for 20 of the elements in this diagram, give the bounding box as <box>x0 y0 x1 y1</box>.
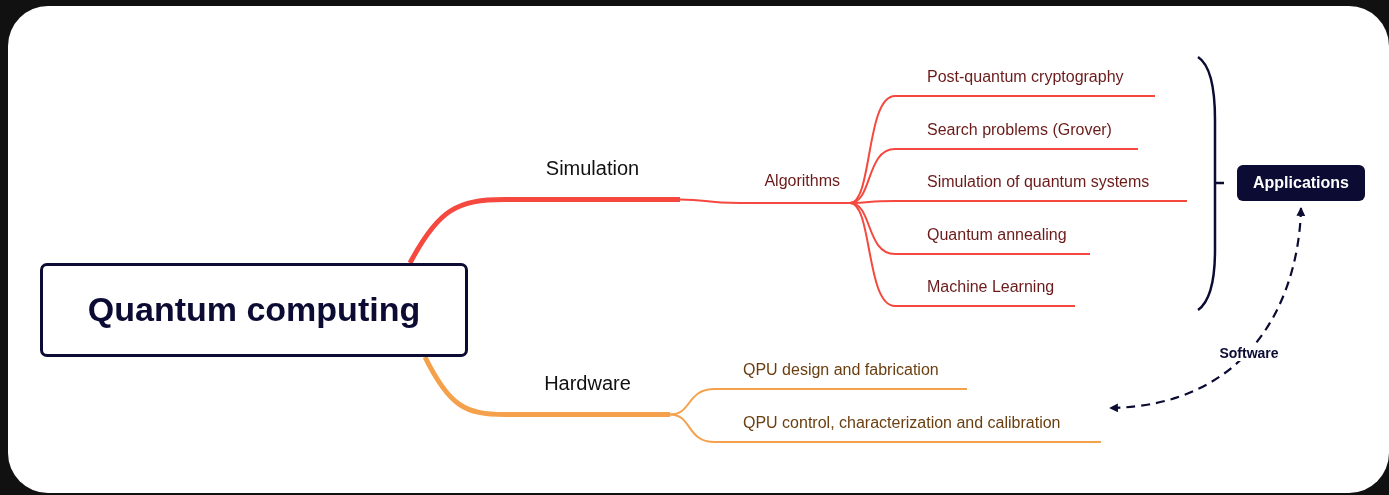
branch-label: Machine Learning <box>895 272 1075 307</box>
branch-line <box>407 197 508 265</box>
topic-box: Quantum computing <box>40 263 468 357</box>
branch-line <box>669 413 716 443</box>
branch-label: Quantum annealing <box>895 220 1090 255</box>
branch-label: QPU control, characterization and calibration <box>715 408 1101 443</box>
branch-label: QPU design and fabrication <box>715 355 967 390</box>
branch-line <box>422 355 508 417</box>
branch-line <box>849 202 896 307</box>
branch-line <box>849 95 896 204</box>
branch-label: Simulation of quantum systems <box>895 167 1187 202</box>
category-box: Applications <box>1237 165 1365 201</box>
branch-label: Search problems (Grover) <box>895 115 1138 150</box>
branch-line <box>679 198 741 204</box>
branch-line <box>669 388 716 416</box>
dashed-arrow <box>1109 207 1305 412</box>
branch-label: Simulation <box>505 150 680 202</box>
branch-label: Post-quantum cryptography <box>895 62 1155 97</box>
branch-label: Algorithms <box>740 164 850 204</box>
branch-label: Hardware <box>505 365 670 417</box>
